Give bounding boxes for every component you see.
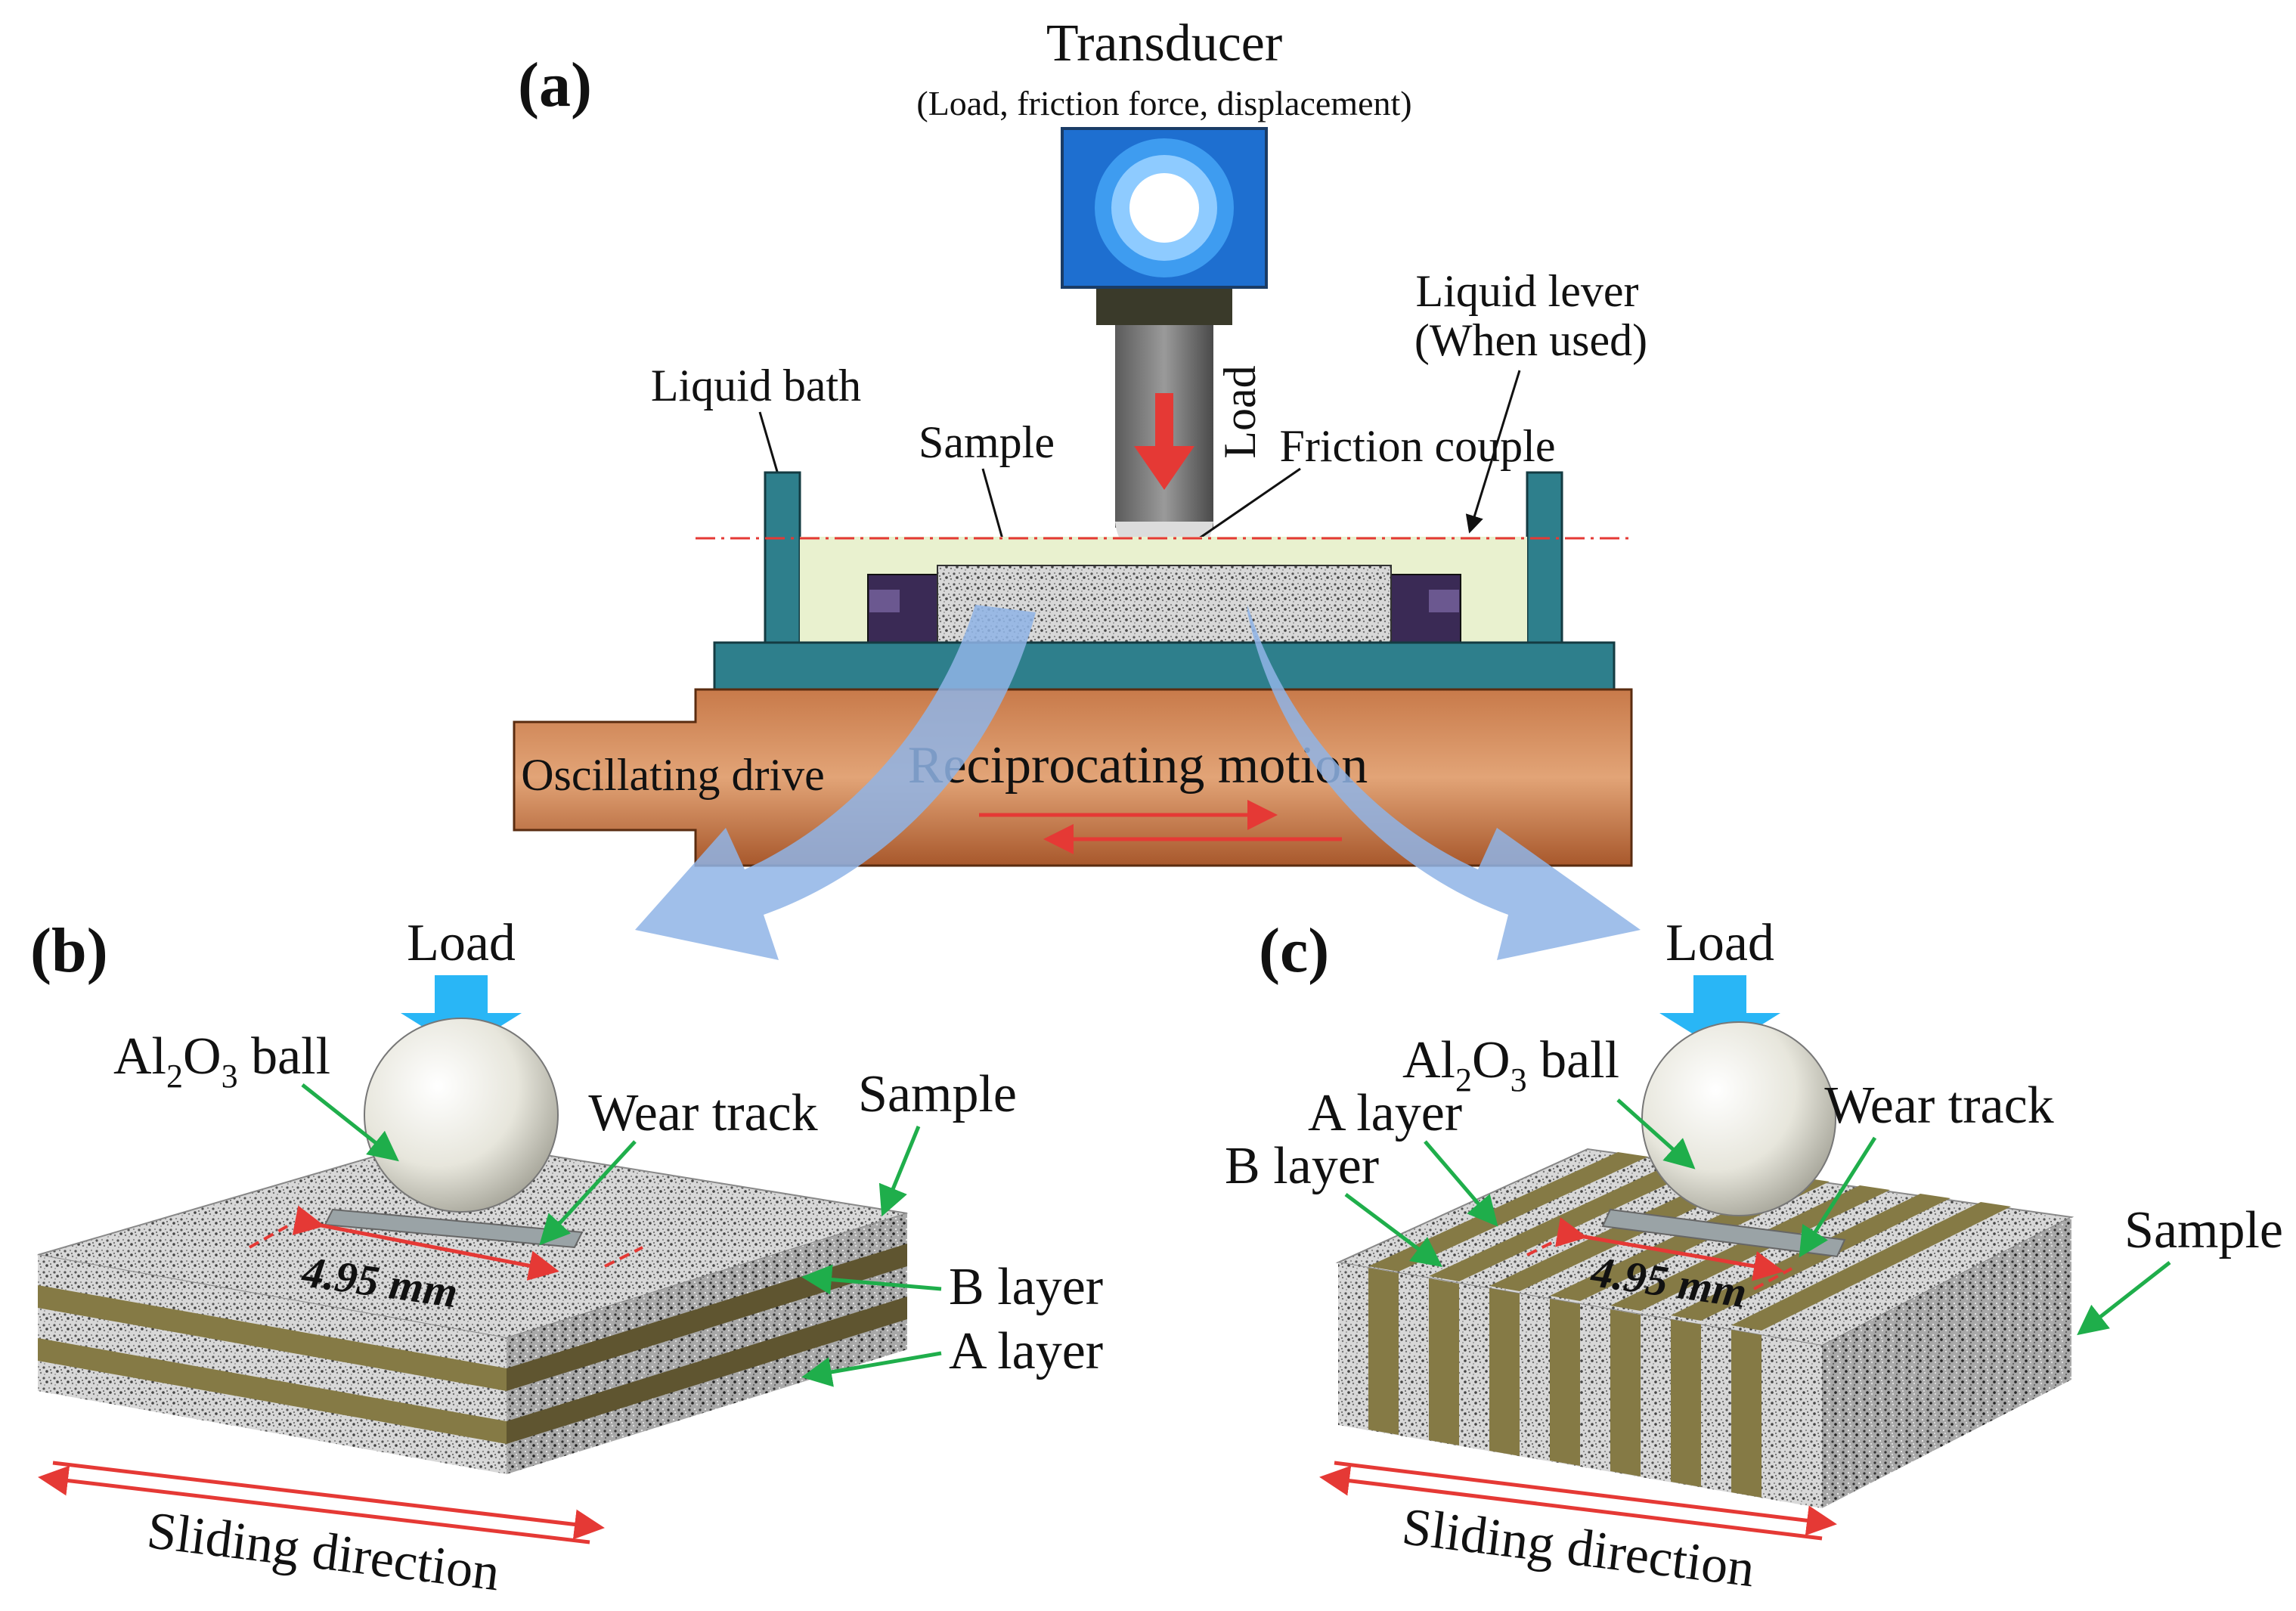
- holder-right-screw: [1429, 590, 1459, 612]
- sliding-direction-label-c: Sliding direction: [1399, 1498, 1758, 1599]
- friction-couple-label: Friction couple: [1280, 421, 1556, 471]
- ball-label-b-al: Al: [113, 1027, 166, 1086]
- wear-track-label-c: Wear track: [1824, 1077, 2053, 1135]
- reciprocating-motion-label: Reciprocating motion: [908, 736, 1368, 795]
- oscillating-drive-body: [513, 688, 1633, 867]
- transducer-sub-label: (Load, friction force, displacement): [916, 84, 1411, 122]
- ball-pointer-c: [1616, 1098, 1696, 1170]
- transducer-ring-inner: [1129, 173, 1199, 243]
- front-stripe-4: [1550, 1299, 1580, 1466]
- zoom-arrow-right-icon: [1247, 605, 1641, 960]
- liquid-bath-label: Liquid bath: [651, 361, 861, 410]
- b-layer-pointer-c: [1344, 1193, 1442, 1267]
- panel-c: (c) Load: [1225, 914, 2283, 1598]
- front-stripe-6: [1671, 1319, 1701, 1487]
- a-layer-pointer-c: [1424, 1140, 1498, 1227]
- sliding-arrow-c-left: [1319, 1465, 1823, 1541]
- dim-line-b: [292, 1205, 559, 1281]
- ball-label-c-sub3: 3: [1511, 1061, 1527, 1098]
- b-layer-label-b: B layer: [949, 1258, 1103, 1316]
- ball-label-c-sub2: 2: [1455, 1061, 1472, 1098]
- sliding-arrow-b-left: [38, 1465, 590, 1544]
- sliding-arrow-c-right: [1334, 1461, 1837, 1536]
- al2o3-ball-b: [364, 1018, 559, 1213]
- front-stripes-c: [1368, 1268, 1762, 1498]
- ball-label-c: Al2O3 ball: [1402, 1031, 1619, 1098]
- ball-label-b-ball: ball: [238, 1027, 330, 1086]
- ball-label-b-sub3: 3: [222, 1058, 238, 1095]
- panel-a: (a) Transducer (Load, friction force, di…: [513, 14, 1647, 867]
- bath-base-plate: [713, 641, 1616, 691]
- bath-wall-left: [764, 471, 801, 644]
- ball-label-b-o: O: [183, 1027, 222, 1086]
- sliding-arrow-b-right: [52, 1461, 605, 1540]
- a-layer-label-c: A layer: [1308, 1084, 1462, 1142]
- sliding-direction-label-b: Sliding direction: [144, 1501, 503, 1603]
- b-layer-label-c: B layer: [1225, 1137, 1379, 1195]
- panel-b: (b) Load 4.95 mm Al2O3 ball Wear track S…: [30, 914, 1103, 1602]
- bath-wall-right: [1526, 471, 1563, 644]
- ball-label-b: Al2O3 ball: [113, 1027, 330, 1095]
- liquid-lever-sub-label: (When used): [1414, 315, 1647, 365]
- front-stripe-2: [1429, 1278, 1459, 1445]
- dim-ext-right-b: [604, 1246, 643, 1268]
- wear-track-label-b: Wear track: [588, 1084, 817, 1142]
- a-layer-label-b: A layer: [949, 1322, 1103, 1380]
- front-stripe-7: [1731, 1330, 1762, 1498]
- liquid-lever-pointer: [1465, 370, 1521, 534]
- sample-pointer-b: [878, 1126, 921, 1217]
- oscillating-drive-label: Oscillating drive: [521, 750, 825, 800]
- liquid-lever-label: Liquid lever: [1416, 266, 1639, 316]
- holder-left-screw: [869, 590, 900, 612]
- b-layer-band-front: [38, 1285, 507, 1391]
- al2o3-ball-c: [1641, 1021, 1836, 1216]
- wear-track-pointer-b: [539, 1140, 637, 1246]
- sample-label-c: Sample: [2124, 1201, 2283, 1259]
- dim-line-c: [1555, 1217, 1784, 1281]
- front-stripe-5: [1610, 1309, 1641, 1476]
- panel-b-label: (b): [30, 915, 108, 986]
- ball-label-c-o: O: [1472, 1031, 1511, 1089]
- top-stripe-7: [1731, 1202, 2011, 1331]
- load-arrow-icon: [1134, 393, 1194, 490]
- sample-side-c: [1822, 1217, 2071, 1508]
- front-stripe-1: [1368, 1268, 1399, 1435]
- a-layer-band-front: [38, 1338, 507, 1444]
- ball-label-c-al: Al: [1402, 1031, 1455, 1089]
- panel-a-label: (a): [518, 50, 592, 120]
- zoom-arrow-left-icon: [635, 605, 1036, 960]
- a-layer-band-side: [507, 1297, 907, 1444]
- front-stripe-3: [1489, 1288, 1520, 1456]
- panel-c-label: (c): [1259, 915, 1329, 986]
- wear-track-pointer-c: [1799, 1136, 1877, 1258]
- load-label-a: Load: [1215, 365, 1265, 458]
- b-layer-pointer-b: [801, 1264, 942, 1295]
- ball-label-c-ball: ball: [1527, 1031, 1619, 1089]
- ball-pointer-b: [301, 1083, 399, 1162]
- dim-ext-left-b: [249, 1225, 288, 1249]
- a-layer-pointer-b: [801, 1351, 942, 1387]
- load-label-c: Load: [1665, 914, 1774, 972]
- transducer-collar: [1096, 289, 1232, 325]
- transducer-label: Transducer: [1046, 14, 1282, 73]
- sample-pointer-c: [2077, 1261, 2171, 1336]
- sample-label-a: Sample: [919, 417, 1055, 467]
- load-label-b: Load: [407, 914, 516, 972]
- ball-label-b-sub2: 2: [166, 1058, 183, 1095]
- sample-label-b: Sample: [858, 1065, 1017, 1123]
